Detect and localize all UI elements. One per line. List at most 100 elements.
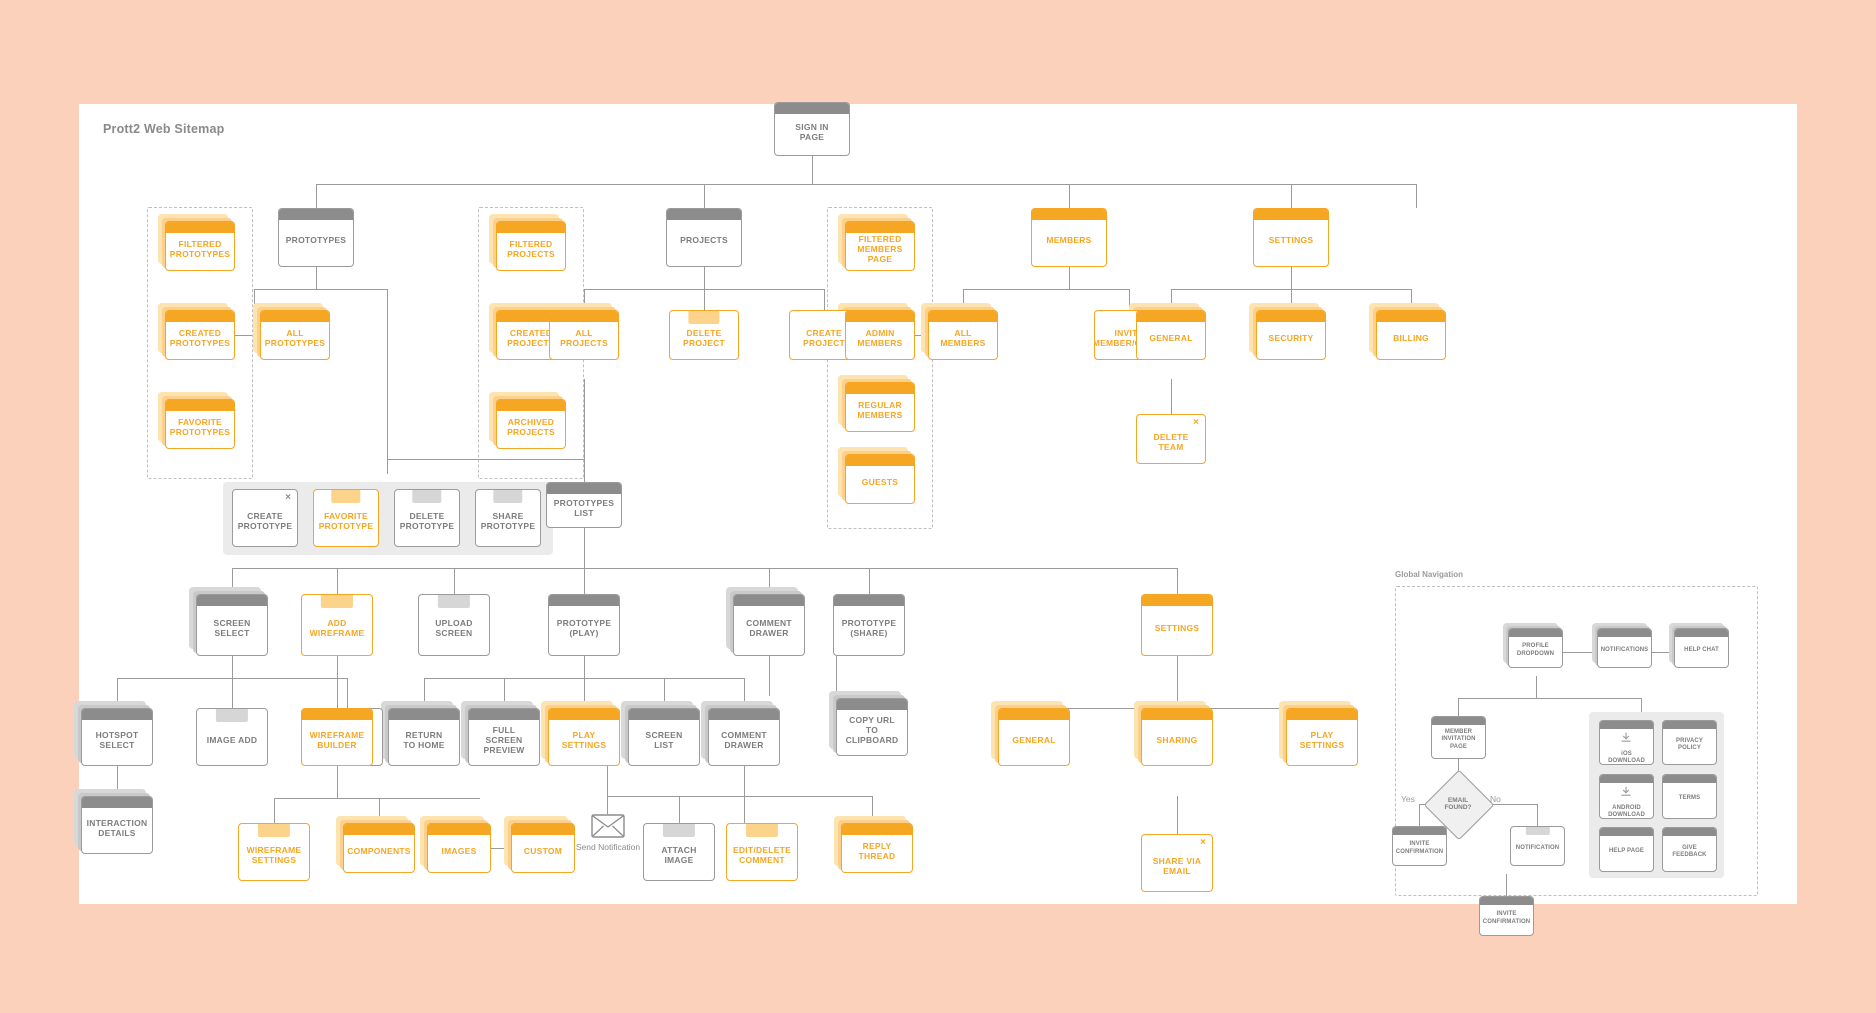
node-header-bar xyxy=(428,824,490,835)
node-prototypes-list[interactable]: PROTOTYPES LIST xyxy=(546,482,622,528)
node-help-page[interactable]: HELP PAGE xyxy=(1599,827,1654,872)
node-created-projects[interactable]: CREATED PROJECTS xyxy=(489,303,566,360)
node-invite-confirmation-2[interactable]: INVITE CONFIRMATION xyxy=(1479,896,1534,936)
node-header-bar xyxy=(215,709,249,722)
node-prototype-play[interactable]: PROTOTYPE (PLAY) xyxy=(548,594,620,656)
node-share-play-settings[interactable]: PLAY SETTINGS xyxy=(1279,701,1358,766)
node-header-bar xyxy=(745,824,779,837)
node-delete-project[interactable]: DELETE PROJECT xyxy=(669,310,739,360)
node-return-to-home[interactable]: RETURN TO HOME xyxy=(381,701,460,766)
node-attach-image[interactable]: ATTACH IMAGE xyxy=(643,823,715,881)
node-wireframe-settings[interactable]: WIREFRAME SETTINGS xyxy=(238,823,310,881)
node-regular-members[interactable]: REGULAR MEMBERS xyxy=(838,375,915,432)
node-header-bar xyxy=(1509,629,1562,637)
node-header-bar xyxy=(302,709,372,720)
node-share-prototype[interactable]: SHARE PROTOTYPE xyxy=(475,489,541,547)
node-delete-prototype[interactable]: DELETE PROTOTYPE xyxy=(394,489,460,547)
node-header-bar xyxy=(344,824,414,835)
node-screen-list[interactable]: SCREEN LIST xyxy=(621,701,700,766)
node-header-bar xyxy=(1287,709,1357,720)
connector xyxy=(117,766,118,796)
node-member-invitation-page[interactable]: MEMBER INVITATION PAGE xyxy=(1431,716,1486,759)
node-wireframe-builder[interactable]: WIREFRAME BUILDER xyxy=(301,708,373,766)
node-header-bar xyxy=(82,797,152,808)
node-reply-thread[interactable]: REPLY THREAD xyxy=(834,816,913,873)
connector xyxy=(607,796,872,797)
node-settings-top[interactable]: SETTINGS xyxy=(1253,208,1329,267)
close-icon[interactable]: × xyxy=(1200,837,1206,848)
node-header-bar xyxy=(837,699,907,710)
node-invite-confirmation-1[interactable]: INVITE CONFIRMATION xyxy=(1392,826,1447,866)
node-all-projects[interactable]: ALL PROJECTS xyxy=(542,303,619,360)
node-terms[interactable]: TERMS xyxy=(1662,774,1717,819)
node-created-prototypes[interactable]: CREATED PROTOTYPES xyxy=(158,303,235,360)
node-give-feedback[interactable]: GIVE FEEDBACK xyxy=(1662,827,1717,872)
node-prototype-share[interactable]: PROTOTYPE (SHARE) xyxy=(833,594,905,656)
connector xyxy=(1291,184,1292,208)
node-favorite-prototype[interactable]: FAVORITE PROTOTYPE xyxy=(313,489,379,547)
node-settings-general[interactable]: GENERAL xyxy=(1129,303,1206,360)
node-add-wireframe[interactable]: ADD WIREFRAME xyxy=(301,594,373,656)
node-comment-drawer[interactable]: COMMENT DRAWER xyxy=(701,701,780,766)
connector xyxy=(812,156,813,184)
node-delete-team[interactable]: ×DELETE TEAM xyxy=(1136,414,1206,464)
node-privacy-policy[interactable]: PRIVACY POLICY xyxy=(1662,720,1717,765)
node-header-bar xyxy=(166,400,234,411)
node-comment-drawer-top[interactable]: COMMENT DRAWER xyxy=(726,587,805,656)
group-prototype-filters xyxy=(147,207,253,479)
node-favorite-prototypes[interactable]: FAVORITE PROTOTYPES xyxy=(158,392,235,449)
node-filtered-projects[interactable]: FILTERED PROJECTS xyxy=(489,214,566,271)
node-sign-in-page[interactable]: SIGN IN PAGE xyxy=(774,102,850,156)
node-filtered-prototypes[interactable]: FILTERED PROTOTYPES xyxy=(158,214,235,271)
node-copy-url-to-clipboard[interactable]: COPY URL TO CLIPBOARD xyxy=(829,691,908,756)
node-full-screen-preview[interactable]: FULL SCREEN PREVIEW xyxy=(461,701,540,766)
node-all-members[interactable]: ALL MEMBERS xyxy=(921,303,998,360)
node-edit-delete-comment[interactable]: EDIT/DELETE COMMENT xyxy=(726,823,798,881)
node-help-chat[interactable]: HELP CHAT xyxy=(1669,623,1729,668)
node-screen-select[interactable]: SCREEN SELECT xyxy=(189,587,268,656)
node-image-add[interactable]: IMAGE ADD xyxy=(196,708,268,766)
connector xyxy=(1640,652,1674,653)
node-play-settings[interactable]: PLAY SETTINGS xyxy=(541,701,620,766)
node-header-bar xyxy=(1377,311,1445,322)
connector xyxy=(316,184,317,208)
node-notifications[interactable]: NOTIFICATIONS xyxy=(1592,623,1652,668)
node-members[interactable]: MEMBERS xyxy=(1031,208,1107,267)
connector xyxy=(1506,874,1507,896)
ios-download-label: iOS DOWNLOAD xyxy=(1608,751,1645,765)
node-share-general[interactable]: GENERAL xyxy=(991,701,1070,766)
node-notification[interactable]: NOTIFICATION xyxy=(1510,826,1565,866)
node-share-sharing[interactable]: SHARING xyxy=(1134,701,1213,766)
node-email-found-decision[interactable]: EMAIL FOUND? xyxy=(1423,769,1495,841)
close-icon[interactable]: × xyxy=(285,492,291,503)
node-header-bar xyxy=(550,311,618,322)
node-interaction-details[interactable]: INTERACTION DETAILS xyxy=(74,789,153,854)
node-header-bar xyxy=(1142,709,1212,720)
connector xyxy=(337,568,338,594)
node-upload-screen[interactable]: UPLOAD SCREEN xyxy=(418,594,490,656)
node-settings-billing[interactable]: BILLING xyxy=(1369,303,1446,360)
node-prototypes[interactable]: PROTOTYPES xyxy=(278,208,354,267)
node-play-settings-root[interactable]: SETTINGS xyxy=(1141,594,1213,656)
node-projects[interactable]: PROJECTS xyxy=(666,208,742,267)
node-archived-projects[interactable]: ARCHIVED PROJECTS xyxy=(489,392,566,449)
node-images[interactable]: IMAGES xyxy=(420,816,491,873)
node-components[interactable]: COMPONENTS xyxy=(336,816,415,873)
group-member-filters xyxy=(827,207,933,529)
node-hotspot-select[interactable]: HOTSPOT SELECT xyxy=(74,701,153,766)
node-share-via-email[interactable]: ×SHARE VIA EMAIL xyxy=(1141,834,1213,892)
node-admin-members[interactable]: ADMIN MEMBERS xyxy=(838,303,915,360)
node-settings-security[interactable]: SECURITY xyxy=(1249,303,1326,360)
node-filtered-members-page[interactable]: FILTERED MEMBERS PAGE xyxy=(838,214,915,271)
node-guests[interactable]: GUESTS xyxy=(838,447,915,504)
node-all-prototypes[interactable]: ALL PROTOTYPES xyxy=(253,303,330,360)
close-icon[interactable]: × xyxy=(1193,417,1199,428)
node-custom[interactable]: CUSTOM xyxy=(504,816,575,873)
connector xyxy=(1537,804,1538,826)
node-send-notification[interactable]: Send Notification xyxy=(569,814,647,852)
node-android-download[interactable]: ANDROID DOWNLOAD xyxy=(1599,774,1654,819)
node-header-bar xyxy=(279,209,353,220)
node-profile-dropdown[interactable]: PROFILE DROPDOWN xyxy=(1503,623,1563,668)
node-create-prototype[interactable]: ×CREATE PROTOTYPE xyxy=(232,489,298,547)
node-ios-download[interactable]: iOS DOWNLOAD xyxy=(1599,720,1654,765)
